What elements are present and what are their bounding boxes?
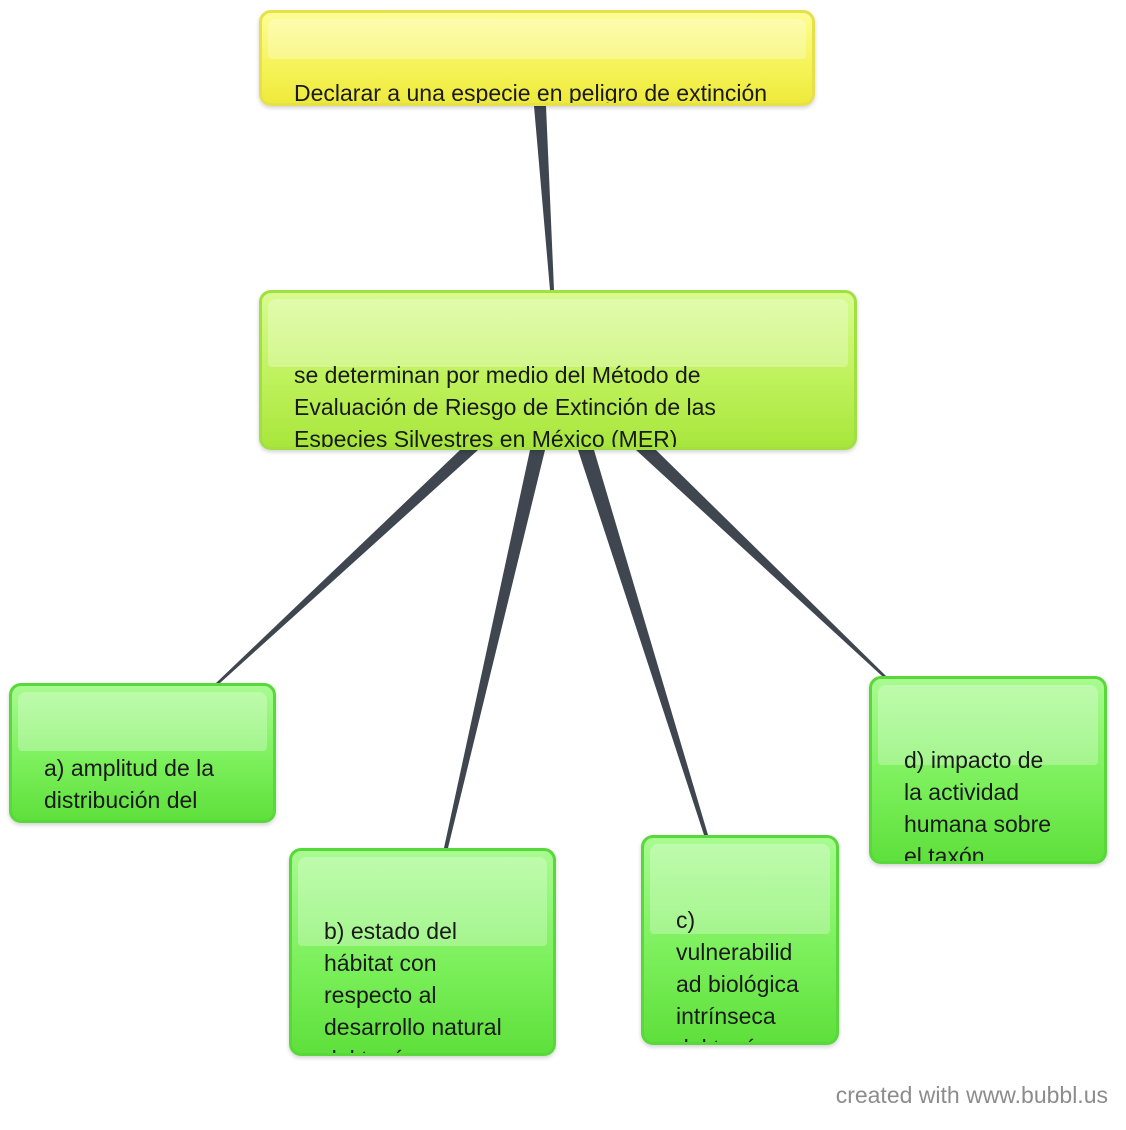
watermark: created with www.bubbl.us: [835, 1082, 1108, 1108]
connector-method-d: [636, 450, 886, 676]
criterion-a-text: a) amplitud de la distribución del taxón…: [44, 755, 215, 820]
criterion-node-b[interactable]: b) estado del hábitat con respecto al de…: [289, 848, 556, 1056]
connector-method-a: [216, 450, 478, 683]
criterion-node-c[interactable]: c) vulnerabilid ad biológica intrínseca …: [641, 835, 839, 1045]
connector-method-b: [444, 450, 545, 848]
criterion-b-text: b) estado del hábitat con respecto al de…: [324, 918, 502, 1053]
criterion-node-a[interactable]: a) amplitud de la distribución del taxón…: [9, 683, 276, 823]
root-node[interactable]: Declarar a una especie en peligro de ext…: [259, 10, 815, 106]
connector-method-c: [578, 450, 708, 835]
criterion-d-text: d) impacto de la actividad humana sobre …: [904, 747, 1052, 864]
criterion-c-text: c) vulnerabilid ad biológica intrínseca …: [676, 907, 799, 1042]
criterion-node-d[interactable]: d) impacto de la actividad humana sobre …: [869, 676, 1107, 864]
root-node-text: Declarar a una especie en peligro de ext…: [294, 80, 768, 106]
method-node[interactable]: se determinan por medio del Método de Ev…: [259, 290, 857, 450]
method-node-text: se determinan por medio del Método de Ev…: [294, 362, 716, 450]
connector-root-method: [534, 106, 554, 290]
